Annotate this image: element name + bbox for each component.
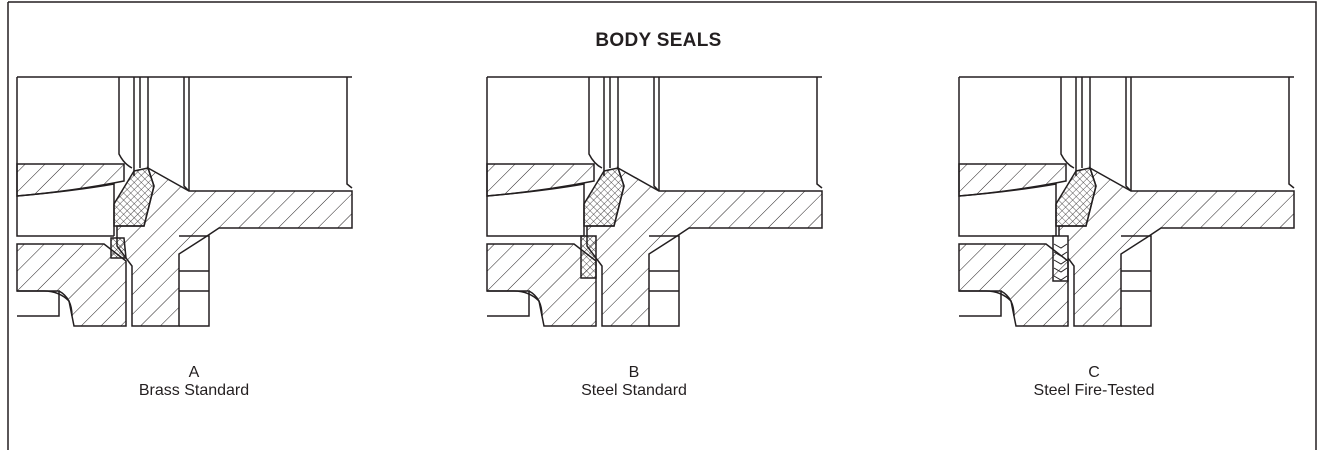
panel-c [956, 76, 1296, 336]
caption-a: A Brass Standard [44, 364, 344, 400]
panel-a [14, 76, 354, 336]
page-title: BODY SEALS [595, 30, 722, 51]
panel-b [484, 76, 824, 336]
caption-letter-c: C [1088, 364, 1100, 381]
caption-label-a: Brass Standard [138, 382, 250, 399]
seal-diagram-a [16, 76, 353, 327]
caption-letter-b: B [628, 364, 640, 381]
caption-b: B Steel Standard [484, 364, 784, 400]
caption-c: C Steel Fire-Tested [944, 364, 1244, 400]
diagram-lines-b [486, 76, 823, 327]
diagram-lines-c [958, 76, 1295, 327]
caption-label-c: Steel Fire-Tested [1033, 382, 1155, 399]
seal-diagram-b [486, 76, 823, 327]
seal-diagram-c [958, 76, 1295, 327]
caption-label-b: Steel Standard [581, 382, 687, 399]
diagram-lines-a [16, 76, 353, 327]
caption-letter-a: A [188, 364, 200, 381]
